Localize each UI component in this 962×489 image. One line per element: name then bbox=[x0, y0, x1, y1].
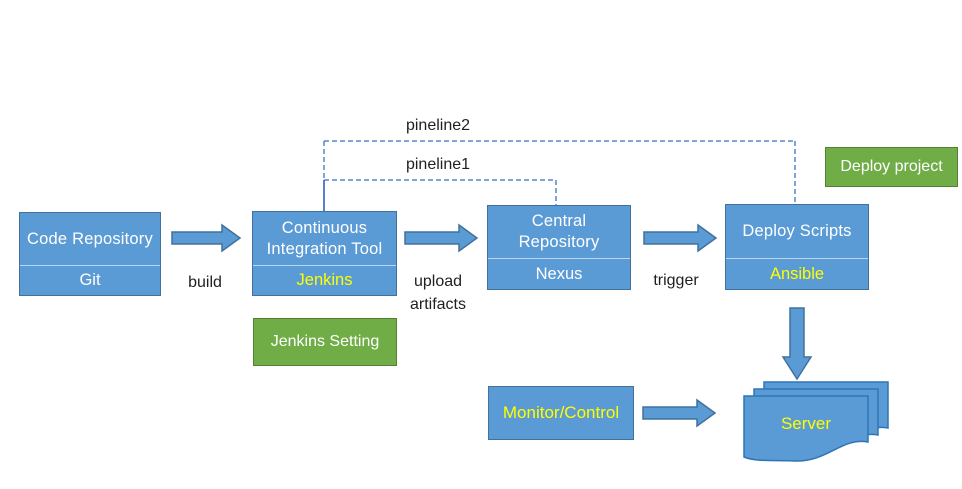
edge-label-upload-line1: upload bbox=[413, 273, 463, 290]
server-label: Server bbox=[780, 414, 832, 433]
node-title: Continuous Integration Tool bbox=[253, 212, 396, 265]
node-title: Deploy Scripts bbox=[726, 205, 868, 258]
monitor-control-box[interactable]: Monitor/Control bbox=[488, 386, 634, 440]
build-arrow-icon bbox=[171, 223, 242, 253]
node-title: Central Repository bbox=[488, 206, 630, 258]
node-subtitle-jenkins: Jenkins bbox=[253, 265, 396, 295]
node-subtitle-nexus: Nexus bbox=[488, 258, 630, 289]
node-central-repository[interactable]: Central Repository Nexus bbox=[487, 205, 631, 290]
node-title-line1: Code Repository bbox=[27, 229, 153, 248]
edge-label-pipeline2: pineline2 bbox=[405, 117, 471, 134]
node-title-line1: Continuous bbox=[281, 218, 368, 237]
node-title-line2: Repository bbox=[518, 233, 600, 251]
node-subtitle-git: Git bbox=[20, 265, 160, 295]
node-subtitle-ansible: Ansible bbox=[726, 258, 868, 289]
edge-label-pipeline1: pineline1 bbox=[405, 156, 471, 173]
upload-artifacts-arrow-icon bbox=[404, 223, 479, 253]
server-stack-icon bbox=[743, 381, 889, 462]
node-ci-tool[interactable]: Continuous Integration Tool Jenkins bbox=[252, 211, 397, 296]
server-document-front bbox=[743, 395, 869, 462]
edge-label-upload-line2: artifacts bbox=[409, 296, 466, 313]
deploy-project-box[interactable]: Deploy project bbox=[825, 147, 958, 187]
jenkins-setting-box[interactable]: Jenkins Setting bbox=[253, 318, 397, 366]
trigger-arrow-icon bbox=[643, 223, 718, 253]
edge-label-build: build bbox=[188, 274, 222, 291]
edge-label-trigger: trigger bbox=[653, 272, 699, 289]
node-title-line2: Integration Tool bbox=[266, 239, 383, 258]
node-title-line1: Deploy Scripts bbox=[742, 222, 852, 240]
edge-label-upload: upload artifacts bbox=[398, 270, 478, 316]
monitor-to-server-arrow-icon bbox=[642, 398, 717, 428]
node-title: Code Repository bbox=[20, 213, 160, 265]
node-code-repository[interactable]: Code Repository Git bbox=[19, 212, 161, 296]
deploy-to-server-arrow-icon bbox=[781, 307, 813, 381]
node-deploy-scripts[interactable]: Deploy Scripts Ansible bbox=[725, 204, 869, 290]
node-title-line1: Central bbox=[531, 212, 587, 230]
